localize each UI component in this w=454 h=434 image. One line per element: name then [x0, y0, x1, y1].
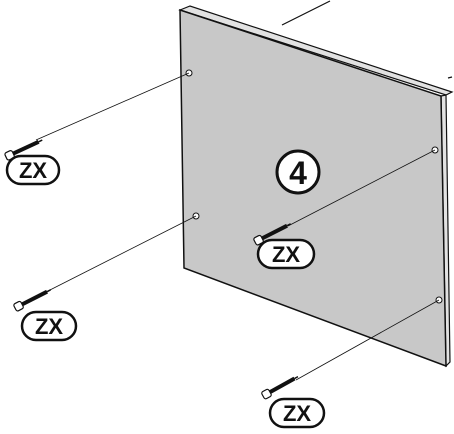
part-label: ZX	[19, 158, 47, 183]
screw-icon	[261, 375, 299, 400]
guide-line	[295, 299, 440, 381]
guide-line	[287, 149, 436, 227]
mounting-holes	[185, 69, 443, 304]
guide-line	[35, 72, 190, 141]
part-label: ZX	[35, 314, 63, 339]
guide-line	[45, 215, 197, 293]
panel-edge	[178, 5, 454, 96]
part-label: ZX	[272, 242, 300, 267]
part-label-badge-icon: ZX	[256, 238, 316, 270]
step-badge-icon: 4	[275, 149, 321, 195]
back-frame	[281, 0, 453, 79]
screw-icon	[13, 289, 51, 312]
screw-icon	[4, 139, 43, 161]
part-label-badge-icon: ZX	[268, 397, 326, 429]
guide-lines	[35, 72, 440, 381]
part-label-badge-icon: ZX	[20, 310, 78, 342]
screw-icon	[253, 223, 291, 246]
part-label: ZX	[283, 401, 311, 426]
part-label-badge-icon: ZX	[5, 154, 61, 186]
step-number: 4	[289, 155, 307, 191]
